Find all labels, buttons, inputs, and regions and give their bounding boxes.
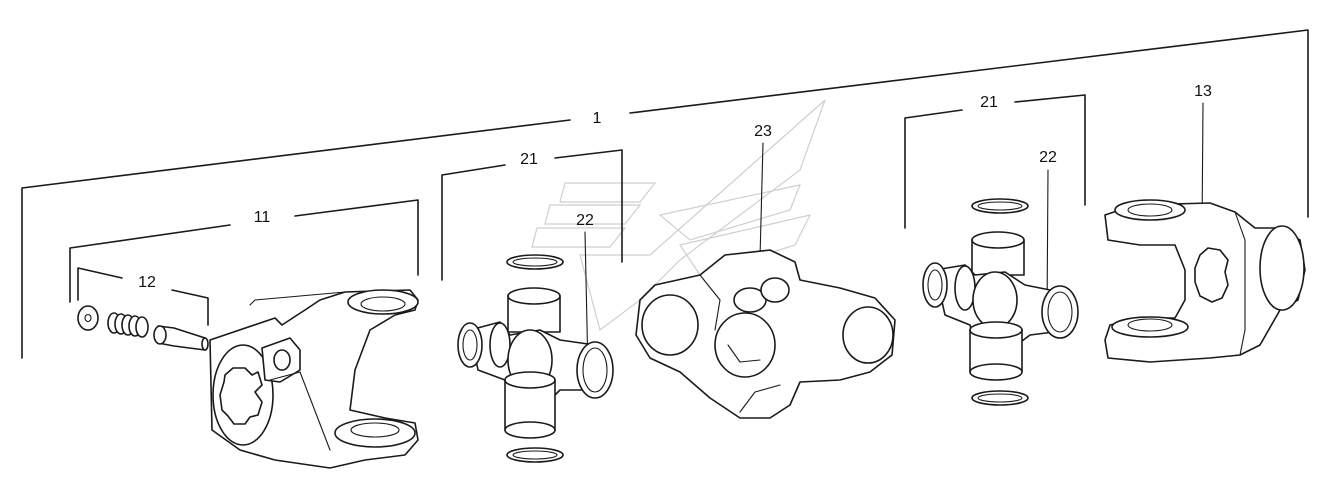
callout-11: 11 bbox=[254, 209, 271, 226]
cross-right bbox=[922, 198, 1079, 406]
callout-22-right: 22 bbox=[1039, 149, 1057, 166]
cross-right-bracket: 21 bbox=[904, 94, 1086, 229]
callout-23: 23 bbox=[754, 123, 772, 140]
spring-kit-parts bbox=[77, 305, 209, 351]
spring-kit-bracket: 12 bbox=[77, 267, 209, 326]
yoke-left bbox=[209, 289, 419, 469]
yoke-left-bracket: 11 bbox=[69, 199, 419, 303]
callout-21-left: 21 bbox=[520, 151, 538, 168]
yoke-right bbox=[1104, 199, 1306, 363]
callout-13: 13 bbox=[1194, 83, 1212, 100]
brand-watermark-icon bbox=[531, 99, 826, 332]
cross-left bbox=[457, 254, 614, 463]
center-yoke bbox=[635, 249, 896, 419]
callout-21-right: 21 bbox=[980, 94, 998, 111]
callout-12: 12 bbox=[138, 274, 156, 291]
assembly-bracket: 1 bbox=[21, 29, 1309, 359]
callout-1: 1 bbox=[593, 110, 602, 127]
cross-left-bracket: 21 bbox=[441, 149, 623, 281]
callout-22-left: 22 bbox=[576, 212, 594, 229]
